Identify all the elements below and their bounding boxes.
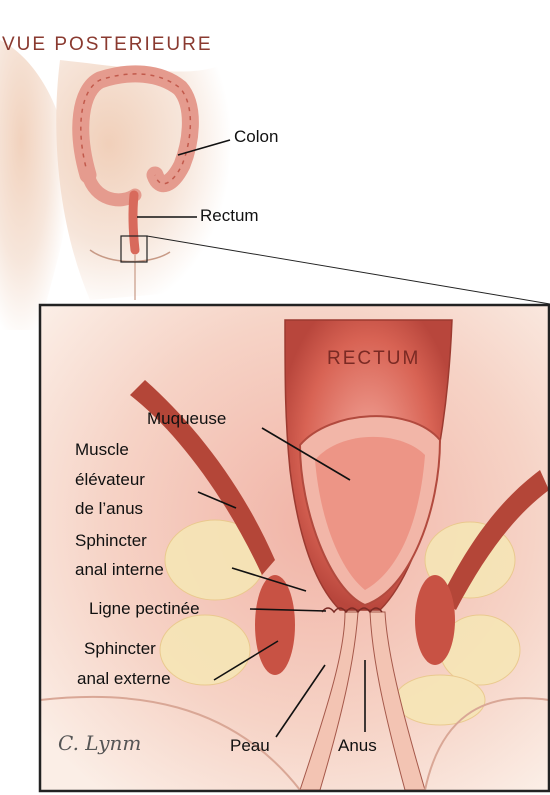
label-sphincter-externe-line2: anal externe [77,669,171,688]
zoom-box [120,235,148,263]
label-rectum: Rectum [200,206,259,225]
label-sphincter-externe-line1: Sphincter [84,639,156,658]
leader-peau [275,664,326,738]
label-muscle-line2: élévateur [75,470,145,489]
leader-sph-ext [213,640,279,681]
artist-signature: C. Lynm [58,731,142,755]
label-muscle-line1: Muscle [75,440,129,459]
leader-muscle [197,491,237,509]
leader-lines [137,139,366,738]
leader-sph-int [231,567,307,592]
label-muscle-line3: de l’anus [75,499,144,518]
view-title: VUE POSTERIEURE [2,34,213,55]
label-ligne-pectinee: Ligne pectinée [89,599,200,618]
label-anus: Anus [338,736,377,755]
label-sphincter-interne-line1: Sphincter [75,531,147,550]
leader-colon [177,139,231,156]
zoom-connector [146,235,550,305]
rectum-small [128,190,140,255]
label-peau: Peau [230,736,270,755]
label-colon: Colon [234,127,279,146]
label-muqueuse: Muqueuse [147,409,227,428]
leader-ligne [249,608,327,612]
leader-muqueuse [261,427,351,481]
label-sphincter-interne-line2: anal interne [75,560,164,579]
rectum-title: RECTUM [327,348,421,369]
